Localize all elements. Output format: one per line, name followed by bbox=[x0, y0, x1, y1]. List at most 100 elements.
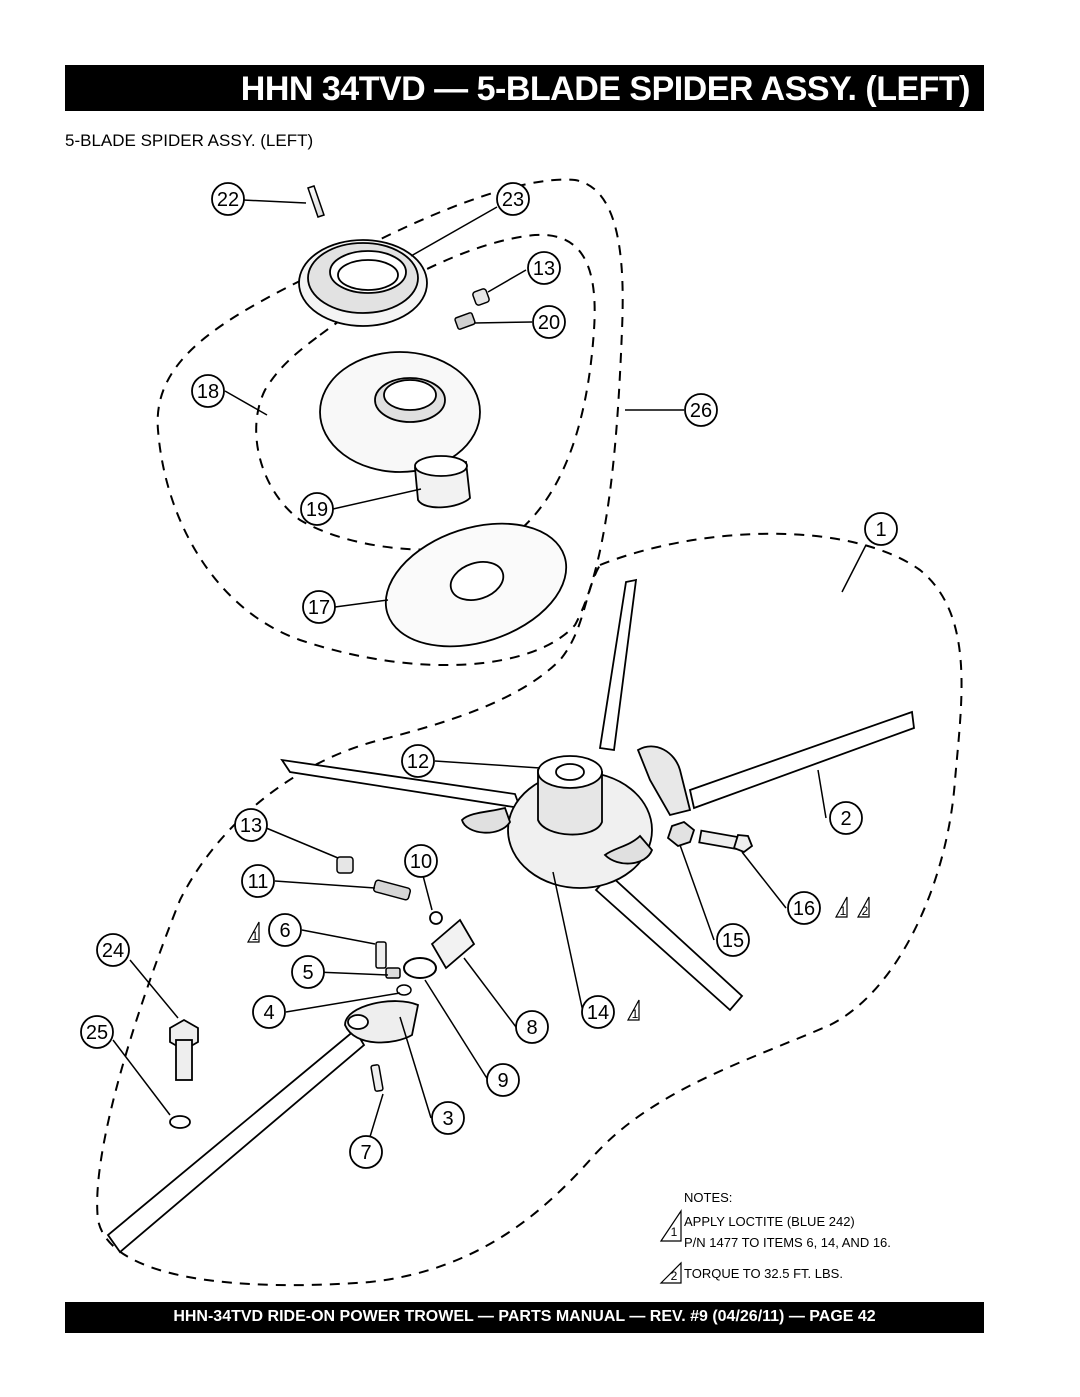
flag-number: 2 bbox=[862, 904, 869, 918]
flag-1-triangle-16 bbox=[834, 896, 848, 918]
callout-label: 20 bbox=[538, 312, 560, 334]
callout-20-circle bbox=[532, 305, 566, 339]
callout-labels: 22 23 13 20 18 26 19 1 17 12 2 13 10 11 … bbox=[86, 189, 887, 1164]
thrust-plate-18 bbox=[319, 351, 481, 473]
callout-26-circle bbox=[684, 393, 718, 427]
callout-13b-circle bbox=[234, 808, 268, 842]
assembly-boundary-inner bbox=[255, 233, 596, 551]
grease-fitting-11 bbox=[372, 879, 412, 901]
note-2-number: 2 bbox=[671, 1269, 678, 1283]
assembly-boundary-upper bbox=[156, 178, 624, 667]
callout-16-circle bbox=[787, 891, 821, 925]
thrust-collar-23 bbox=[298, 239, 428, 327]
callout-17-circle bbox=[302, 590, 336, 624]
callout-label: 10 bbox=[410, 851, 432, 873]
callout-label: 17 bbox=[308, 597, 330, 619]
callout-label: 13 bbox=[533, 258, 555, 280]
callout-22-circle bbox=[211, 182, 245, 216]
roll-pin-22 bbox=[307, 185, 325, 218]
note-flag-labels: 1 2 1 1 bbox=[252, 904, 869, 1021]
callout-25-circle bbox=[80, 1015, 114, 1049]
callout-label: 4 bbox=[263, 1002, 274, 1024]
callout-label: 8 bbox=[526, 1017, 537, 1039]
flag-1-triangle-6 bbox=[246, 921, 260, 943]
sleeve-8 bbox=[430, 918, 476, 970]
callout-label: 5 bbox=[302, 962, 313, 984]
footer-bar: HHN-34TVD RIDE-ON POWER TROWEL — PARTS M… bbox=[65, 1302, 984, 1333]
washer-4 bbox=[396, 984, 412, 996]
hex-nut-15 bbox=[666, 820, 696, 848]
diagram-subtitle: 5-BLADE SPIDER ASSY. (LEFT) bbox=[65, 131, 314, 150]
arm-clamp-3 bbox=[344, 1000, 420, 1044]
flag-number: 1 bbox=[840, 904, 847, 918]
notes-heading: NOTES: bbox=[684, 1190, 732, 1205]
notes-block: NOTES: 1 APPLY LOCTITE (BLUE 242) P/N 14… bbox=[659, 1190, 891, 1284]
note-1-line-1: APPLY LOCTITE (BLUE 242) bbox=[684, 1214, 855, 1229]
callout-label: 15 bbox=[722, 930, 744, 952]
note-2-flag bbox=[659, 1261, 682, 1284]
note-1-line-2: P/N 1477 TO ITEMS 6, 14, AND 16. bbox=[684, 1235, 891, 1250]
callout-label: 9 bbox=[497, 1070, 508, 1092]
callouts bbox=[80, 182, 898, 1169]
callout-label: 25 bbox=[86, 1022, 108, 1044]
lock-washer-25 bbox=[169, 1115, 191, 1129]
callout-label: 7 bbox=[360, 1142, 371, 1164]
bushing-19 bbox=[414, 455, 471, 509]
callout-4-circle bbox=[252, 995, 286, 1029]
callout-7-circle bbox=[349, 1135, 383, 1169]
callout-8-circle bbox=[515, 1010, 549, 1044]
callout-19-circle bbox=[300, 492, 334, 526]
callout-label: 24 bbox=[102, 940, 124, 962]
note-2-text: TORQUE TO 32.5 FT. LBS. bbox=[684, 1266, 843, 1281]
callout-24-circle bbox=[96, 933, 130, 967]
callout-label: 1 bbox=[875, 519, 886, 541]
flag-number: 1 bbox=[252, 929, 259, 943]
callout-11-circle bbox=[241, 864, 275, 898]
callout-2-circle bbox=[829, 801, 863, 835]
callout-label: 23 bbox=[502, 189, 524, 211]
leader-lines bbox=[112, 199, 867, 1151]
callout-15-circle bbox=[716, 923, 750, 957]
callout-14-circle bbox=[581, 995, 615, 1029]
flag-1-triangle-14 bbox=[626, 999, 640, 1021]
callout-label: 19 bbox=[306, 499, 328, 521]
grease-fitting-20 bbox=[454, 312, 476, 330]
spider-hub-1 bbox=[460, 745, 692, 889]
hex-bolt-16 bbox=[698, 829, 754, 854]
callout-18-circle bbox=[191, 374, 225, 408]
callout-label: 12 bbox=[407, 751, 429, 773]
roll-pin-7 bbox=[370, 1064, 384, 1092]
note-1-number: 1 bbox=[671, 1225, 678, 1239]
callout-label: 16 bbox=[793, 898, 815, 920]
callout-label: 3 bbox=[442, 1108, 453, 1130]
retaining-ring-10 bbox=[429, 911, 443, 925]
bolt-24 bbox=[169, 1018, 199, 1081]
callout-10-circle bbox=[404, 844, 438, 878]
trowel-arms bbox=[106, 578, 915, 1254]
callout-label: 26 bbox=[690, 400, 712, 422]
page-title: HHN 34TVD — 5-BLADE SPIDER ASSY. (LEFT) bbox=[240, 70, 971, 108]
wear-plate-17 bbox=[384, 522, 568, 648]
note-1-flag bbox=[659, 1209, 682, 1242]
callout-label: 22 bbox=[217, 189, 239, 211]
retaining-clip-9 bbox=[403, 957, 437, 979]
callout-label: 18 bbox=[197, 381, 219, 403]
callout-label: 14 bbox=[587, 1002, 609, 1024]
grease-fitting-cap-13 bbox=[472, 288, 490, 306]
callout-3-circle bbox=[431, 1101, 465, 1135]
grease-fitting-cap-13b bbox=[336, 856, 354, 874]
callout-1-circle bbox=[864, 512, 898, 546]
flag-number: 1 bbox=[632, 1007, 639, 1021]
callout-5-circle bbox=[291, 955, 325, 989]
callout-13-circle bbox=[527, 251, 561, 285]
callout-label: 6 bbox=[279, 920, 290, 942]
callout-label: 2 bbox=[840, 808, 851, 830]
callout-6-circle bbox=[268, 913, 302, 947]
callout-12-circle bbox=[401, 744, 435, 778]
callout-23-circle bbox=[496, 182, 530, 216]
callout-9-circle bbox=[486, 1063, 520, 1097]
assembly-boundary-lower bbox=[96, 532, 963, 1287]
note-flags bbox=[246, 896, 870, 1021]
footer-text: HHN-34TVD RIDE-ON POWER TROWEL — PARTS M… bbox=[173, 1308, 876, 1325]
exploded-parts-diagram: 22 23 13 20 18 26 19 1 17 12 2 13 10 11 … bbox=[80, 178, 963, 1287]
